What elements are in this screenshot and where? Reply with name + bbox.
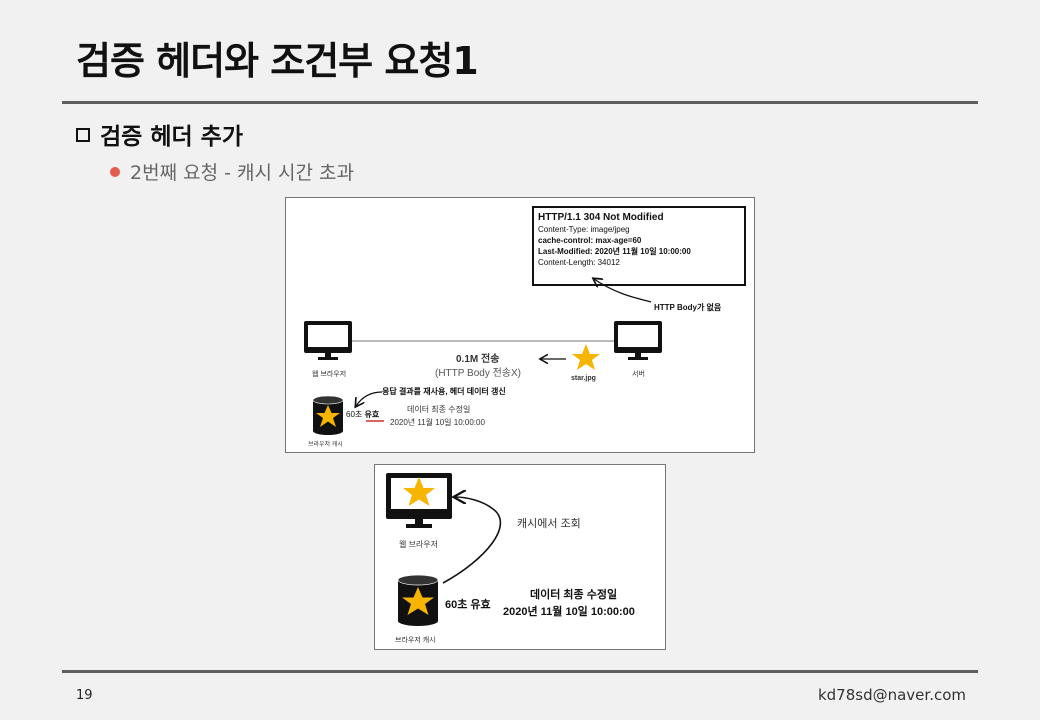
- response-last-modified: Last-Modified: 2020년 11월 10일 10:00:00: [538, 247, 691, 256]
- cache-label: 브라우저 캐시: [395, 637, 436, 644]
- diagram-revalidation: HTTP/1.1 304 Not Modified Content-Type: …: [285, 197, 755, 453]
- response-content-type: Content-Type: image/jpeg: [538, 225, 630, 234]
- last-modified-title: 데이터 최종 수정일: [530, 589, 618, 601]
- section-heading-text: 검증 헤더 추가: [100, 124, 243, 150]
- server-monitor-icon: [614, 321, 662, 361]
- browser-label: 웹 브라우저: [399, 540, 439, 549]
- file-name: star.jpg: [571, 375, 596, 382]
- reuse-arrow: [356, 391, 383, 406]
- author-email: kd78sd@naver.com: [817, 686, 966, 704]
- browser-label: 웹 브라우저: [312, 371, 347, 378]
- diagram1-connectors: [350, 198, 652, 422]
- no-body-arrow: [594, 279, 652, 303]
- bullet-dot-icon: [110, 166, 120, 177]
- section-heading: 검증 헤더 추가: [76, 117, 243, 151]
- no-body-note: HTTP Body가 없음: [654, 303, 722, 312]
- lookup-arrow: [442, 497, 502, 584]
- last-modified-value: 2020년 11월 10일 10:00:00: [503, 606, 635, 618]
- star-file-icon: [572, 344, 600, 370]
- page-number: 19: [76, 688, 93, 703]
- response-header-box: HTTP/1.1 304 Not Modified Content-Type: …: [532, 206, 746, 286]
- browser-monitor-icon: [304, 321, 352, 361]
- checkbox-square-icon: [76, 128, 90, 142]
- last-modified-value: 2020년 11월 10일 10:00:00: [390, 418, 485, 427]
- title-divider: [62, 101, 978, 104]
- diagram-cache-lookup: 웹 브라우저 캐시에서 조회 60초 유효 데이터 최종 수정일 2020년 1…: [374, 464, 666, 650]
- transfer-note: (HTTP Body 전송X): [435, 368, 522, 379]
- footer-divider: [62, 670, 978, 673]
- cache-label: 브라우저 캐시: [308, 442, 343, 448]
- cache-validity: 60초 유효: [445, 596, 491, 612]
- response-status-line: HTTP/1.1 304 Not Modified: [538, 212, 664, 223]
- bullet-item: 2번째 요청 - 캐시 시간 초과: [110, 158, 354, 185]
- browser-cache-cylinder-icon: [397, 575, 439, 626]
- browser-monitor-star-icon: [386, 473, 452, 529]
- browser-cache-cylinder-icon: [312, 396, 344, 435]
- cache-validity: 60초 유효: [346, 409, 379, 420]
- response-cache-control: cache-control: max-age=60: [538, 236, 642, 245]
- lookup-note: 캐시에서 조회: [517, 518, 581, 530]
- cache-valid: 유효: [470, 599, 491, 611]
- cache-age: 60초: [445, 599, 468, 611]
- bullet-text: 2번째 요청 - 캐시 시간 초과: [130, 162, 354, 184]
- reuse-note: 응답 결과를 재사용, 헤더 데이터 갱신: [382, 387, 506, 396]
- transfer-size: 0.1M 전송: [456, 354, 500, 365]
- server-label: 서버: [632, 371, 645, 378]
- cache-valid: 유효: [364, 410, 380, 419]
- response-content-length: Content-Length: 34012: [538, 258, 620, 267]
- cache-age: 60초: [346, 410, 363, 419]
- slide-title: 검증 헤더와 조건부 요청1: [76, 39, 479, 83]
- last-modified-title: 데이터 최종 수정일: [407, 405, 471, 414]
- diagram2-connectors: [442, 465, 502, 584]
